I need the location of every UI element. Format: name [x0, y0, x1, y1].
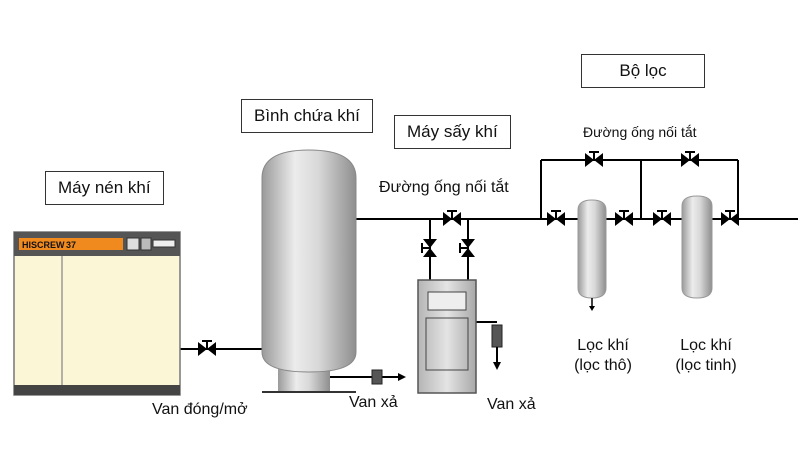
- coarse-filter-label-line1: Lọc khí: [577, 337, 629, 354]
- dryer-drain-valve-label: Van xả: [487, 396, 536, 413]
- fine-filter-inlet-valve-icon: [652, 210, 672, 227]
- fine-filter-label-line2: (lọc tinh): [675, 357, 737, 374]
- coarse-filter-outlet-valve-icon: [614, 210, 634, 227]
- air-compressor: [13, 231, 181, 396]
- coarse-filter-inlet-valve-icon: [546, 210, 566, 227]
- tank-drain-valve-icon: [371, 369, 406, 385]
- fine-filter: [681, 195, 713, 299]
- air-dryer: [417, 279, 477, 394]
- fine-filter-outlet-valve-icon: [720, 210, 740, 227]
- fine-filter-label-line1: Lọc khí: [680, 337, 732, 354]
- air-dryer-label: Máy sấy khí: [394, 115, 511, 149]
- fine-filter-label: Lọc khí (lọc tinh): [664, 336, 748, 376]
- filter-bypass-label: Đường ống nối tắt: [583, 124, 697, 140]
- coarse-filter: [577, 199, 607, 311]
- coarse-filter-bypass-valve-icon: [584, 151, 604, 168]
- shutoff-valve-icon: [197, 340, 217, 357]
- receiver-tank-label: Bình chứa khí: [241, 99, 373, 133]
- compressor-label: Máy nén khí: [45, 171, 164, 205]
- coarse-filter-label: Lọc khí (lọc thô): [561, 336, 645, 376]
- filter-group-label: Bộ lọc: [581, 54, 705, 88]
- receiver-tank: [261, 149, 357, 393]
- dryer-drain-valve-icon: [491, 324, 503, 370]
- compressor-display: 37: [66, 240, 76, 250]
- tank-drain-valve-label: Van xả: [349, 394, 398, 411]
- dryer-outlet-valve-icon: [459, 238, 476, 258]
- dryer-inlet-valve-icon: [421, 238, 438, 258]
- dryer-bypass-label: Đường ống nối tắt: [379, 179, 509, 196]
- fine-filter-bypass-valve-icon: [680, 151, 700, 168]
- shutoff-valve-label: Van đóng/mở: [152, 401, 248, 418]
- compressor-brand: HISCREW: [22, 240, 65, 250]
- dryer-bypass-valve-icon: [442, 210, 462, 227]
- coarse-filter-label-line2: (lọc thô): [574, 357, 632, 374]
